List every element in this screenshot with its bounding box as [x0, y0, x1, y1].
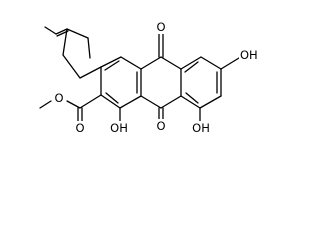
- bond: [180, 95, 201, 109]
- bond: [120, 56, 142, 70]
- bond: [39, 100, 52, 109]
- ester-methoxy-oxygen: O: [54, 91, 63, 105]
- bond: [160, 95, 182, 109]
- bond: [62, 54, 81, 79]
- bond: [79, 66, 102, 79]
- bond: [180, 56, 202, 70]
- ketone-oxygen-top: O: [156, 20, 165, 34]
- bond: [119, 95, 142, 109]
- label-mask: [239, 48, 264, 63]
- bond: [184, 61, 199, 73]
- hydroxyl-bottom-left: OH: [110, 121, 128, 135]
- bond: [62, 28, 68, 56]
- bond: [87, 37, 91, 59]
- bond: [105, 92, 119, 104]
- bond: [140, 56, 162, 70]
- atom-label-layer: O O OH OH OH O O: [53, 20, 264, 136]
- label-mask: [74, 121, 86, 135]
- hydroxyl-bottom-right: OH: [192, 121, 210, 135]
- bond: [200, 56, 222, 70]
- bond: [55, 28, 68, 35]
- label-mask: [155, 119, 167, 133]
- ester-carbonyl-oxygen: O: [75, 121, 84, 135]
- bond: [44, 26, 57, 35]
- label-mask: [155, 20, 167, 34]
- bond: [160, 56, 182, 70]
- bond: [220, 57, 240, 70]
- bond: [66, 100, 81, 109]
- bond: [66, 28, 89, 39]
- bond: [79, 94, 102, 109]
- label-mask: [106, 121, 132, 136]
- bond: [140, 95, 162, 109]
- bond-layer: [39, 26, 240, 122]
- bond: [199, 95, 222, 109]
- ketone-oxygen-bottom: O: [156, 119, 165, 133]
- chemical-structure-diagram: O O OH OH OH O O: [39, 20, 264, 136]
- bond: [100, 94, 121, 109]
- label-mask: [188, 121, 214, 136]
- bond: [100, 56, 122, 68]
- hydroxyl-ring-right: OH: [240, 48, 258, 62]
- bond: [185, 92, 199, 104]
- label-mask: [53, 91, 65, 105]
- bond: [104, 60, 120, 71]
